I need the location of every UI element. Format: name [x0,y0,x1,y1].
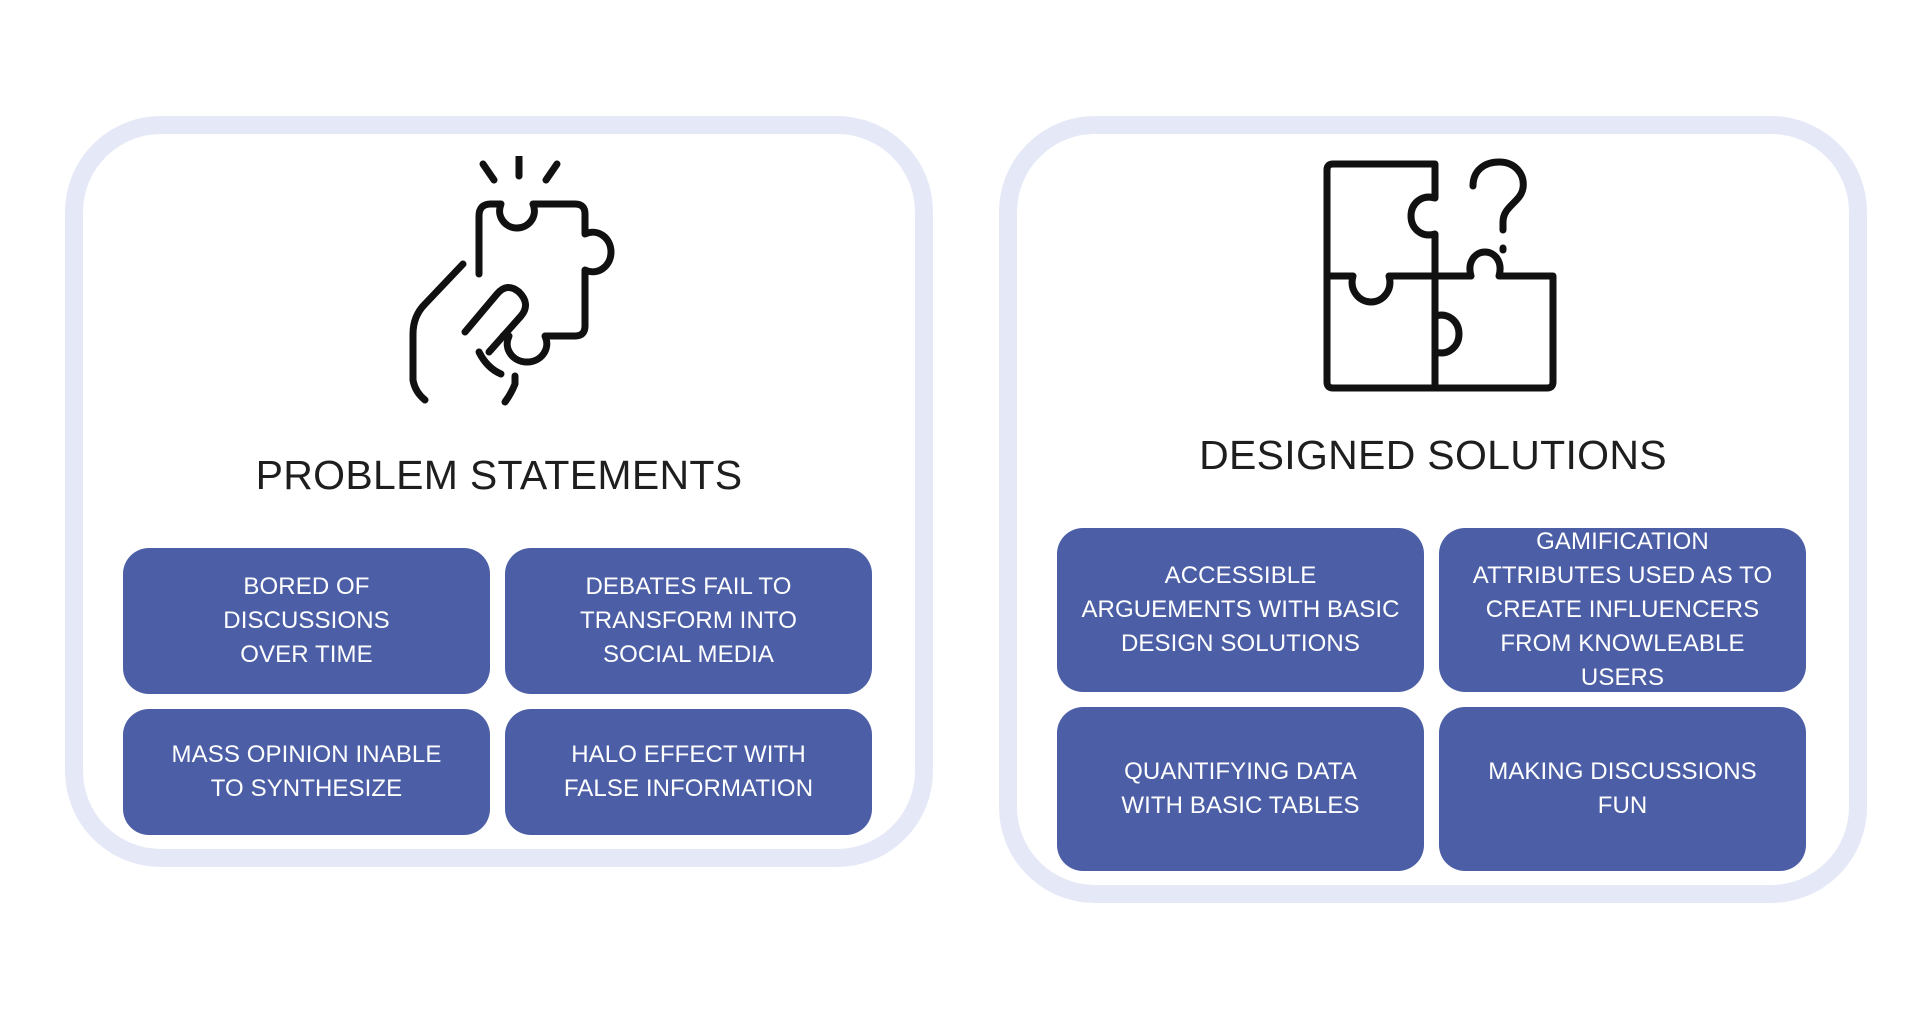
solution-card-text: MAKING DISCUSSIONS FUN [1488,758,1757,819]
problem-card: BORED OF DISCUSSIONS OVER TIME [123,548,490,694]
solution-card-text: ACCESSIBLE ARGUEMENTS WITH BASIC DESIGN … [1081,562,1400,657]
problem-card-text: MASS OPINION INABLE TO SYNTHESIZE [171,741,442,802]
problem-statements-title: PROBLEM STATEMENTS [255,452,743,498]
problem-statements-grid: BORED OF DISCUSSIONS OVER TIME DEBATES F… [123,548,872,835]
hand-holding-puzzle-piece-icon [409,156,615,406]
problem-card-text: HALO EFFECT WITH FALSE INFORMATION [563,741,814,802]
solution-card: MAKING DISCUSSIONS FUN [1439,707,1806,871]
solution-card-text: GAMIFICATION ATTRIBUTES USED AS TO CREAT… [1472,528,1773,691]
solution-card-text: QUANTIFYING DATA WITH BASIC TABLES [1121,758,1360,819]
designed-solutions-title: DESIGNED SOLUTIONS [1199,432,1667,478]
problem-card-text: BORED OF DISCUSSIONS OVER TIME [223,573,390,668]
problem-card-text: DEBATES FAIL TO TRANSFORM INTO SOCIAL ME… [580,573,797,668]
problem-card: MASS OPINION INABLE TO SYNTHESIZE [123,709,490,835]
designed-solutions-grid: ACCESSIBLE ARGUEMENTS WITH BASIC DESIGN … [1057,528,1806,871]
problem-card: DEBATES FAIL TO TRANSFORM INTO SOCIAL ME… [505,548,872,694]
problem-statements-panel: PROBLEM STATEMENTS BORED OF DISCUSSIONS … [65,116,933,867]
problem-card: HALO EFFECT WITH FALSE INFORMATION [505,709,872,835]
puzzle-missing-piece-question-icon [1323,158,1557,392]
solution-card: GAMIFICATION ATTRIBUTES USED AS TO CREAT… [1439,528,1806,692]
solution-card: ACCESSIBLE ARGUEMENTS WITH BASIC DESIGN … [1057,528,1424,692]
designed-solutions-panel: DESIGNED SOLUTIONS ACCESSIBLE ARGUEMENTS… [999,116,1867,903]
solution-card: QUANTIFYING DATA WITH BASIC TABLES [1057,707,1424,871]
